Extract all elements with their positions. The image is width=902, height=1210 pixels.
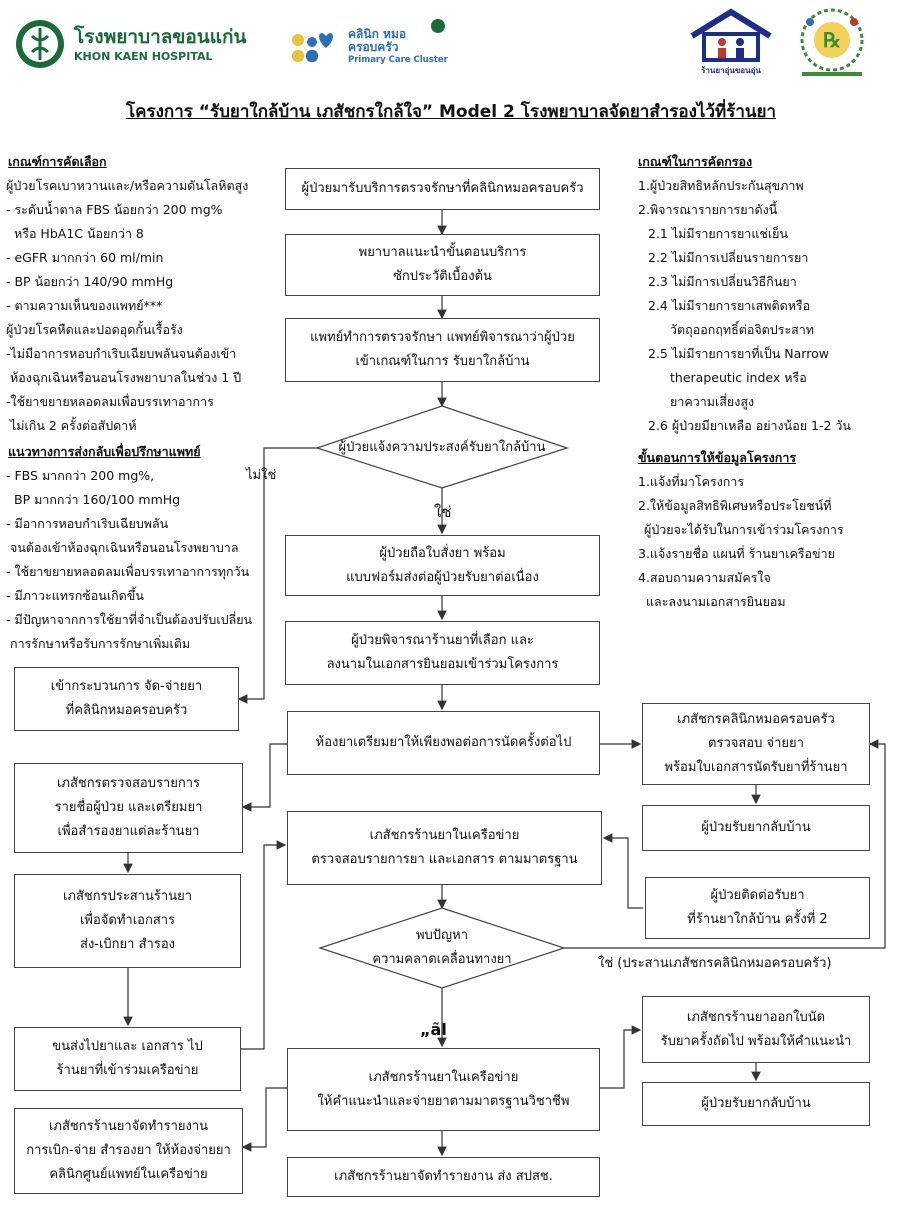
- info-line: 4.สอบถามความสมัครใจ: [638, 570, 771, 585]
- step-carry-prescription: ผู้ป่วยถือใบสั่งยา พร้อม แบบฟอร์มส่งต่อผ…: [285, 535, 600, 596]
- criteria-line: - ตามความเห็นของแพทย์***: [6, 298, 163, 313]
- criteria-line: หรือ HbA1C น้อยกว่า 8: [14, 226, 144, 241]
- info-heading: ขั้นตอนการให้ข้อมูลโครงการ: [638, 450, 797, 465]
- step-no-branch-dispense: เข้ากระบวนการ จัด-จ่ายยา ที่คลินิกหมอครอ…: [14, 667, 239, 731]
- step-followup-visit: ผู้ป่วยติดต่อรับยา ที่ร้านยาใกล้บ้าน ครั…: [645, 877, 870, 939]
- criteria-line: ผู้ป่วยโรคหืดและปอดอุดกั้นเรื้อรัง: [6, 322, 183, 337]
- page-title: โครงการ “รับยาใกล้บ้าน เภสัชกรใกล้ใจ” Mo…: [125, 102, 777, 122]
- criteria-heading: เกณฑ์การคัดเลือก: [8, 154, 107, 169]
- screening-line: 2.6 ผู้ป่วยมียาเหลือ อย่างน้อย 1-2 วัน: [648, 418, 851, 433]
- referral-heading: แนวทางการส่งกลับเพื่อปรึกษาแพทย์: [8, 444, 201, 459]
- house-family-icon: [690, 8, 772, 62]
- step-pharmacist-prepare-stock: เภสัชกรตรวจสอบรายการ รายชื่อผู้ป่วย และเ…: [14, 763, 243, 853]
- step-choose-pharmacy: ผู้ป่วยพิจารณาร้านยาที่เลือก และ ลงนามใน…: [285, 621, 600, 685]
- step-next-appointment: เภสัชกรร้านยาออกใบนัด รับยาครั้งถัดไป พร…: [642, 996, 870, 1063]
- label-yes-coordinate: ใช่ (ประสานเภสัชกรคลินิกหมอครอบครัว): [598, 956, 832, 971]
- hospital-name-en: KHON KAEN HOSPITAL: [74, 50, 213, 63]
- decision-diamond-1: [315, 405, 569, 489]
- step-nurse-intake: พยาบาลแนะนำขั้นตอนบริการ ซักประวัติเบื้อ…: [285, 234, 600, 296]
- decision-diamond-2: [318, 907, 566, 989]
- criteria-line: - ระดับน้ำตาล FBS น้อยกว่า 200 mg%: [6, 202, 223, 217]
- pcc-name-en: Primary Care Cluster: [348, 55, 448, 65]
- referral-line: - มีภาวะแทรกซ้อนเกิดขึ้น: [6, 588, 144, 603]
- info-line: 2.ให้ข้อมูลสิทธิพิเศษหรือประโยชน์ที่: [638, 498, 832, 513]
- pcc-logo: คลินิก หมอครอบครัว Primary Care Cluster: [290, 18, 460, 70]
- screening-line: 2.พิจารณารายการยาดังนี้: [638, 202, 778, 217]
- hospital-name-th: โรงพยาบาลขอนแก่น: [74, 26, 247, 48]
- step-network-check: เภสัชกรร้านยาในเครือข่าย ตรวจสอบรายการยา…: [287, 811, 602, 885]
- criteria-line: -ไม่มีอาการหอบกำเริบเฉียบพลันจนต้องเข้า: [6, 346, 237, 361]
- info-line: ผู้ป่วยจะได้รับในการเข้าร่วมโครงการ: [644, 522, 844, 537]
- step-patient-home-2: ผู้ป่วยรับยากลับบ้าน: [642, 1082, 870, 1126]
- screening-line: 2.3 ไม่มีการเปลี่ยนวิธีกินยา: [648, 274, 797, 289]
- hospital-logo: โรงพยาบาลขอนแก่น KHON KAEN HOSPITAL: [14, 16, 284, 72]
- step-prepare-medication: ห้องยาเตรียมยาให้เพียงพอต่อการนัดครั้งต่…: [287, 711, 600, 775]
- decision-patient-wish: ผู้ป่วยแจ้งความประสงค์รับยาใกล้บ้าน: [338, 440, 546, 455]
- criteria-line: - BP น้อยกว่า 140/90 mmHg: [6, 274, 174, 289]
- screening-line: 2.5 ไม่มีรายการยาที่เป็น Narrow: [648, 346, 829, 361]
- screening-line: therapeutic index หรือ: [670, 370, 807, 385]
- info-line: 3.แจ้งรายชื่อ แผนที่ ร้านยาเครือข่าย: [638, 546, 835, 561]
- screening-line: ยาความเสี่ยงสูง: [670, 394, 755, 409]
- referral-line: จนต้องเข้าห้องฉุกเฉินหรือนอนโรงพยาบาล: [10, 540, 239, 555]
- criteria-line: ห้องฉุกเฉินหรือนอนโรงพยาบาลในช่วง 1 ปี: [10, 370, 242, 385]
- info-line: 1.แจ้งที่มาโครงการ: [638, 474, 745, 489]
- referral-line: การรักษาหรือรับการรักษาเพิ่มเติม: [10, 636, 191, 651]
- pharmacy-seal-icon: ℞: [800, 8, 864, 76]
- pharmacy-network-logo: ร้านยาอุ่นขอนอุ่น: [682, 6, 780, 80]
- criteria-line: -ใช้ยาขยายหลอดลมเพื่อบรรเทาอาการ: [6, 394, 214, 409]
- info-line: และลงนามเอกสารยินยอม: [646, 594, 786, 609]
- referral-line: - มีปัญหาจากการใช้ยาที่จำเป็นต้องปรับเปล…: [6, 612, 253, 627]
- screening-line: 2.4 ไม่มีรายการยาเสพติดหรือ: [648, 298, 811, 313]
- decision-med-error: พบปัญหา ความคลาดเคลื่อนทางยา: [372, 928, 512, 967]
- hospital-emblem-icon: [16, 20, 64, 68]
- pcc-badge-icon: [431, 19, 445, 33]
- step-visit-clinic: ผู้ป่วยมารับบริการตรวจรักษาที่คลินิกหมอค…: [285, 168, 600, 210]
- step-doctor-exam: แพทย์ทำการตรวจรักษา แพทย์พิจารณาว่าผู้ป่…: [285, 318, 600, 382]
- referral-line: BP มากกว่า 160/100 mmHg: [14, 492, 181, 507]
- label-no: ไม่ใช่: [246, 468, 277, 483]
- pharmacy-logo-caption: ร้านยาอุ่นขอนอุ่น: [701, 66, 761, 75]
- screening-line: 2.2 ไม่มีการเปลี่ยนรายการยา: [648, 250, 809, 265]
- screening-line: วัตถุออกฤทธิ์ต่อจิตประสาท: [670, 322, 815, 337]
- step-network-dispense: เภสัชกรร้านยาในเครือข่าย ให้คำแนะนำและจ่…: [287, 1048, 600, 1131]
- step-coordinate-pharmacy: เภสัชกรประสานร้านยา เพื่อจัดทำเอกสาร ส่ง…: [14, 874, 241, 968]
- step-pcc-pharmacist: เภสัชกรคลินิกหมอครอบครัว ตรวจสอบ จ่ายยา …: [642, 703, 870, 785]
- svg-text:℞: ℞: [823, 28, 841, 52]
- step-report-nhso: เภสัชกรร้านยาจัดทำรายงาน ส่ง สปสช.: [287, 1157, 600, 1197]
- screening-line: 1.ผู้ป่วยสิทธิหลักประกันสุขภาพ: [638, 178, 804, 193]
- criteria-line: ไม่เกิน 2 ครั้งต่อสัปดาห์: [10, 418, 137, 433]
- referral-line: - ใช้ยาขยายหลอดลมเพื่อบรรเทาอาการทุกวัน: [6, 564, 250, 579]
- step-patient-home-1: ผู้ป่วยรับยากลับบ้าน: [642, 805, 870, 851]
- referral-line: - FBS มากกว่า 200 mg%,: [6, 468, 155, 483]
- pcc-name-th: คลินิก หมอครอบครัว: [348, 27, 407, 54]
- label-yes: ใช่: [434, 503, 452, 521]
- screening-line: 2.1 ไม่มีรายการยาแช่เย็น: [648, 226, 789, 241]
- step-stock-report: เภสัชกรร้านยาจัดทำรายงาน การเบิก-จ่าย สำ…: [14, 1108, 243, 1194]
- criteria-line: ผู้ป่วยโรคเบาหวานและ/หรือความดันโลหิตสูง: [6, 178, 249, 193]
- referral-line: - มีอาการหอบกำเริบเฉียบพลัน: [6, 516, 169, 531]
- step-ship-medication: ขนส่งไปยาและ เอกสาร ไป ร้านยาที่เข้าร่วม…: [14, 1027, 241, 1091]
- criteria-line: - eGFR มากกว่า 60 ml/min: [6, 250, 164, 265]
- family-heart-icon: [292, 33, 333, 62]
- label-no-2: „ãl: [420, 1020, 447, 1039]
- screening-heading: เกณฑ์ในการคัดกรอง: [638, 154, 753, 169]
